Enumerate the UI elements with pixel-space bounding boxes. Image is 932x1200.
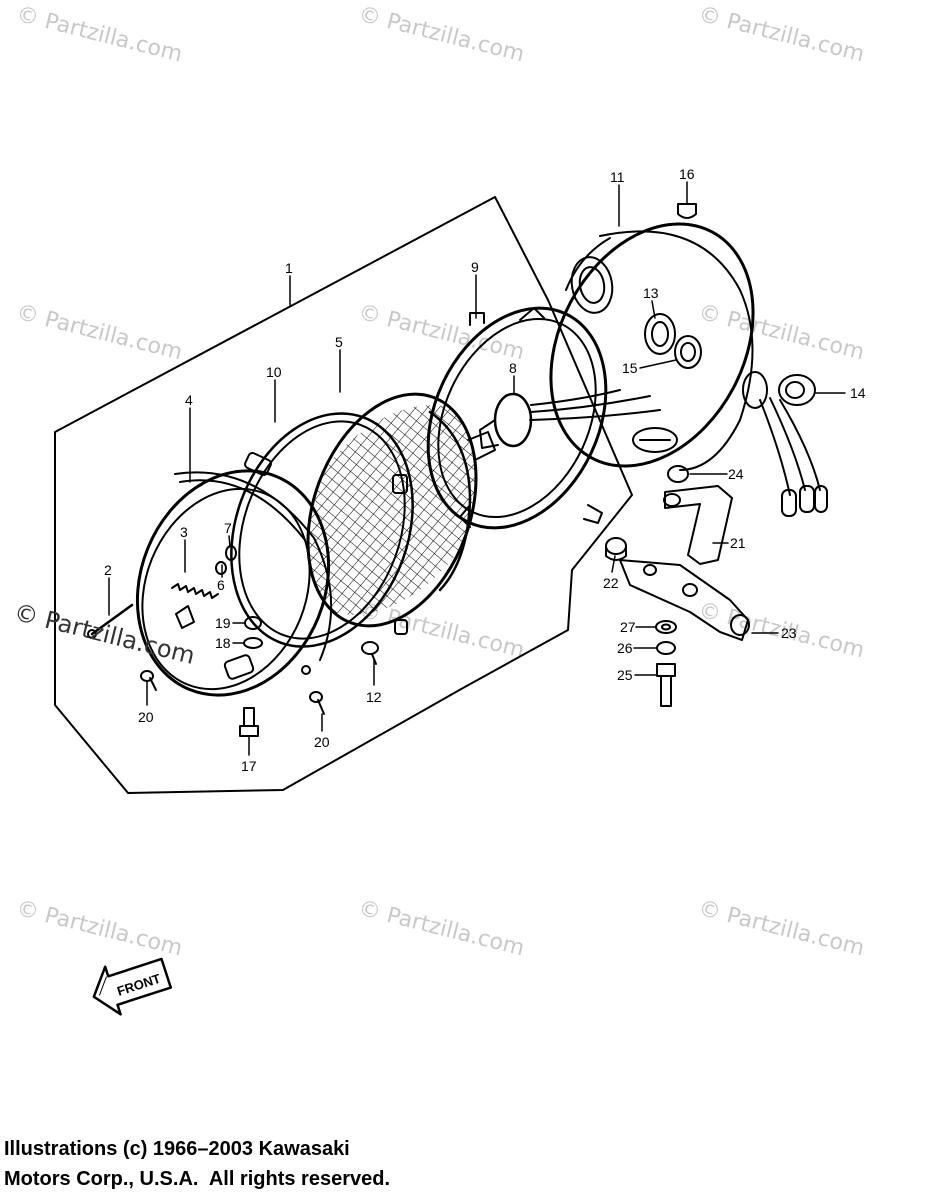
washer-18: [243, 637, 263, 649]
callout-2: 2: [104, 562, 112, 578]
bolt-17: [239, 707, 259, 737]
callout-10: 10: [266, 364, 282, 380]
callout-20-left: 20: [138, 709, 154, 725]
callout-7: 7: [224, 520, 232, 536]
headlight-shell: [549, 222, 768, 471]
grommet-13: [644, 313, 676, 355]
callout-23: 23: [781, 625, 797, 641]
copyright-line-1: Illustrations (c) 1966–2003 Kawasaki: [4, 1138, 350, 1160]
headlight-stay-23: [619, 559, 750, 641]
screw-20-left: [140, 670, 157, 691]
callout-12: 12: [366, 689, 382, 705]
callout-9: 9: [471, 259, 479, 275]
callout-26: 26: [617, 640, 633, 656]
shell-screw-16: [677, 203, 697, 219]
bolt-25: [656, 663, 676, 707]
callout-22: 22: [603, 575, 619, 591]
copyright-notice: Illustrations (c) 1966–2003 Kawasaki Mot…: [4, 1134, 390, 1194]
wiring-harness: [759, 397, 828, 517]
washer-27: [655, 620, 677, 634]
collar-24: [667, 465, 689, 483]
callout-14: 14: [850, 385, 866, 401]
callout-8: 8: [509, 360, 517, 376]
callout-5: 5: [335, 334, 343, 350]
leader-lines: [108, 181, 846, 756]
callout-25: 25: [617, 667, 633, 683]
grommet-15: [674, 335, 702, 369]
nut-6: [215, 561, 227, 575]
screw-20-right: [309, 691, 325, 715]
grommet-14: [778, 374, 816, 406]
callout-1: 1: [285, 260, 293, 276]
bracket-21: [663, 485, 733, 565]
callout-15: 15: [622, 360, 638, 376]
callout-3: 3: [180, 524, 188, 540]
collar-22: [605, 537, 627, 561]
callout-21: 21: [730, 535, 746, 551]
callout-27: 27: [620, 619, 636, 635]
callout-24: 24: [728, 466, 744, 482]
copyright-line-2: Motors Corp., U.S.A. All rights reserved…: [4, 1168, 390, 1190]
callout-6: 6: [217, 577, 225, 593]
assembly-outline: [54, 196, 633, 794]
bulb-socket: [479, 389, 661, 449]
washer-26: [656, 641, 676, 655]
callout-18: 18: [215, 635, 231, 651]
screw-12: [361, 641, 379, 665]
front-arrow-label: FRONT: [115, 971, 162, 999]
callout-13: 13: [643, 285, 659, 301]
washer-7: [225, 545, 237, 561]
callout-11: 11: [610, 169, 625, 185]
front-arrow-icon: FRONT: [92, 957, 173, 1016]
adjusting-screw-2: [87, 603, 134, 639]
callout-4: 4: [185, 392, 193, 408]
spring-3: [171, 583, 219, 599]
sealed-beam-unit: [306, 392, 496, 628]
callout-20-right: 20: [314, 734, 330, 750]
callout-16: 16: [679, 166, 695, 182]
callout-17: 17: [241, 758, 257, 774]
callout-19: 19: [215, 615, 231, 631]
